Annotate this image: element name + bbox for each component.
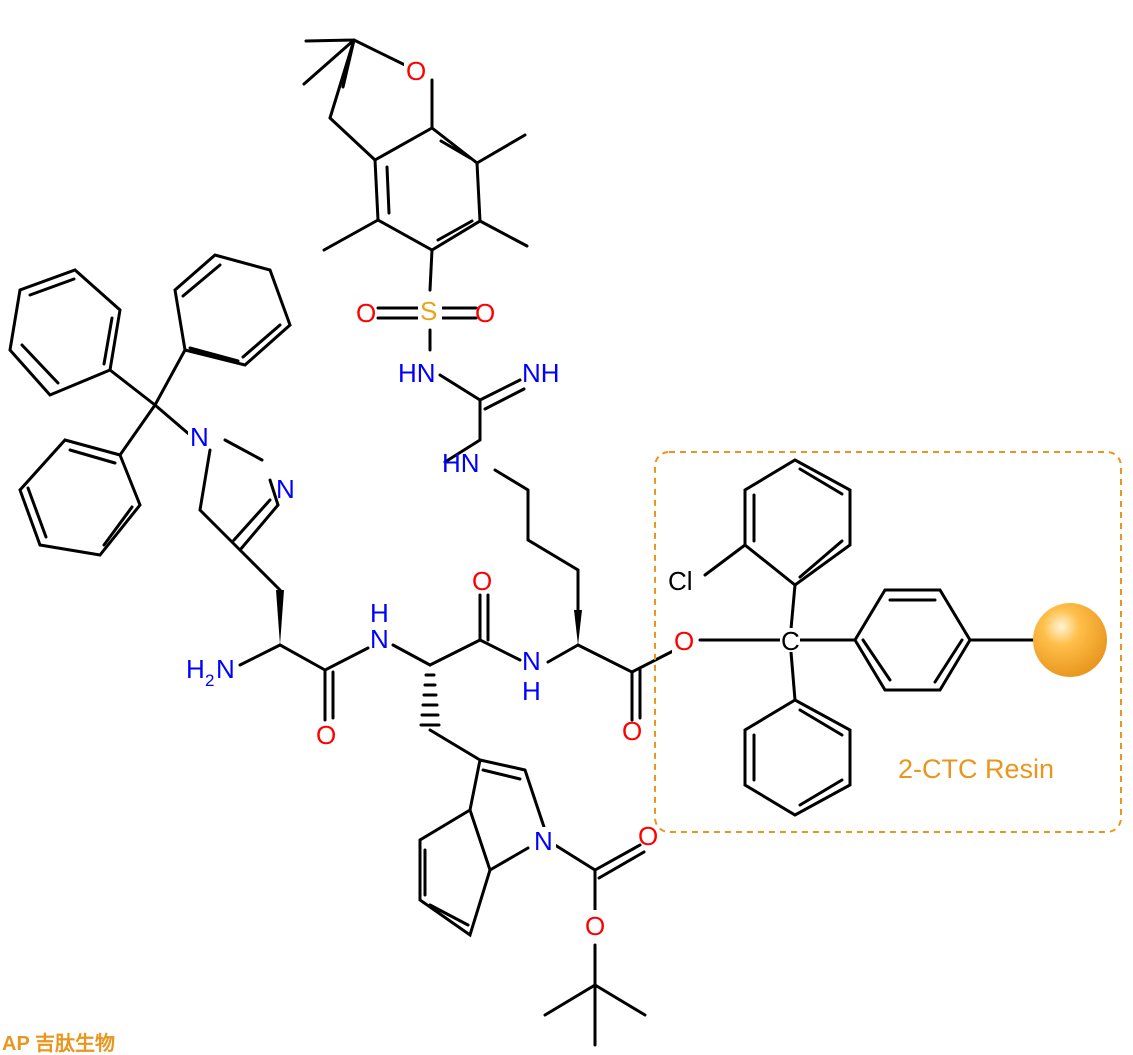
atom-o-s-right: O bbox=[475, 298, 495, 328]
atom-o-boc-carbonyl: O bbox=[638, 821, 658, 851]
atom-cl: Cl bbox=[668, 566, 693, 596]
resin-bead-icon bbox=[1033, 603, 1107, 677]
atom-nh-his-trp-h: H bbox=[370, 598, 389, 628]
atom-h2n-h: H bbox=[186, 654, 205, 684]
resin-label: 2-CTC Resin bbox=[898, 754, 1054, 784]
atom-s: S bbox=[420, 296, 437, 326]
atom-hn-sulfonyl: HN bbox=[398, 358, 436, 388]
atom-nh-trp-arg-h: H bbox=[522, 676, 541, 706]
atom-hn-guanidine: HN bbox=[442, 448, 480, 478]
atom-labels: O S O O HN NH HN N N H 2 N O H N O N H O… bbox=[186, 56, 800, 941]
brand-logo: AP 吉肽生物 bbox=[2, 1031, 115, 1055]
atom-o-furan: O bbox=[406, 56, 426, 86]
atom-h2n-n: N bbox=[216, 654, 235, 684]
atom-c-central: C bbox=[781, 626, 800, 656]
atom-nh-trp-arg-n: N bbox=[522, 646, 541, 676]
atom-o-ester: O bbox=[674, 626, 694, 656]
atom-o-s-left: O bbox=[356, 298, 376, 328]
atom-o-arg: O bbox=[622, 716, 642, 746]
atom-nh-imine: NH bbox=[522, 358, 560, 388]
atom-n-trityl: N bbox=[190, 422, 209, 452]
bond-lines bbox=[8, 38, 1037, 1047]
atom-n-imidazole: N bbox=[276, 474, 295, 504]
atom-nh-his-trp-n: N bbox=[370, 624, 389, 654]
atom-o-trp: O bbox=[472, 566, 492, 596]
atom-o-his: O bbox=[316, 720, 336, 750]
atom-o-boc-ether: O bbox=[585, 911, 605, 941]
atom-n-indole: N bbox=[534, 826, 553, 856]
atom-h2n-subscript: 2 bbox=[205, 671, 214, 690]
